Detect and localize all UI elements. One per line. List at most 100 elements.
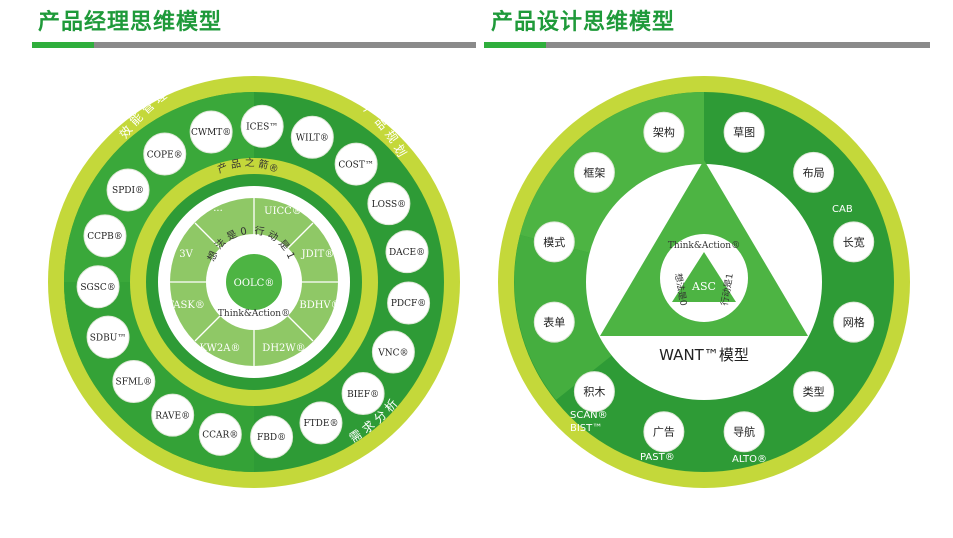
right-asc-triangle — [672, 252, 736, 302]
past-label: PAST® — [640, 452, 675, 463]
right-title-underline — [484, 42, 930, 48]
left-diagram: OOLC® 想 法 是 0 行 动 是 1 Think&Action® 产 品 … — [35, 76, 460, 488]
ring-item: RAVE® — [151, 393, 195, 437]
ring-item-label: SDBU™ — [90, 333, 127, 343]
ring-item: 表单 — [533, 301, 575, 343]
ring-item-label: LOSS® — [372, 200, 407, 210]
ring-item: ICES™ — [240, 104, 284, 148]
left-outer-items: ICES™WILT®COST™LOSS®DACE®PDCF®VNC®BIEF®F… — [76, 104, 431, 459]
ring-item: LOSS® — [367, 182, 411, 226]
ring-item-label: 布局 — [803, 166, 825, 179]
ring-item-label: CCAR® — [202, 431, 238, 441]
ring-item: FBD® — [250, 415, 294, 459]
ring-item: COST™ — [334, 142, 378, 186]
sector-label: UICC® — [264, 206, 302, 217]
ring-item: 类型 — [793, 371, 835, 413]
ring-item-circle — [341, 372, 385, 416]
sector-label: TASK® — [167, 300, 205, 311]
sector-label: DH2W® — [262, 343, 305, 354]
ring-item: VNC® — [371, 330, 415, 374]
ring-item: CWMT® — [189, 110, 233, 154]
ring-item: 广告 — [643, 411, 685, 453]
bist-label: BIST™ — [570, 423, 602, 434]
sector-label: ··· — [213, 206, 223, 217]
ring-item-circle — [367, 182, 411, 226]
alto-label: ALTO® — [732, 454, 767, 465]
ring-item: 导航 — [723, 411, 765, 453]
ring-item: COPE® — [143, 132, 187, 176]
ring-item-circle — [643, 111, 685, 153]
ring-item: 网格 — [833, 301, 875, 343]
ring-item-circle — [793, 371, 835, 413]
sector-label: BDHV® — [299, 300, 340, 311]
ring-item: SGSC® — [76, 265, 120, 309]
ring-item-circle — [723, 411, 765, 453]
ring-item-label: SGSC® — [80, 283, 115, 293]
ring-item: WILT® — [290, 115, 334, 159]
ring-item: 长宽 — [833, 221, 875, 263]
ring-item-label: SPDI® — [112, 186, 144, 196]
ring-item-label: SFML® — [116, 378, 153, 388]
ring-item: 架构 — [643, 111, 685, 153]
cab-label: CAB — [832, 204, 853, 215]
ring-item-circle — [76, 265, 120, 309]
ring-item: SPDI® — [106, 168, 150, 212]
ring-item-label: PDCF® — [391, 299, 426, 309]
ring-item-circle — [833, 301, 875, 343]
ring-item-circle — [143, 132, 187, 176]
left-title-underline — [32, 42, 476, 48]
ring-item-label: ICES™ — [246, 122, 278, 132]
ring-item: 布局 — [793, 151, 835, 193]
ring-item-circle — [533, 301, 575, 343]
ring-item-label: 类型 — [803, 385, 825, 399]
ring-item-circle — [371, 330, 415, 374]
ring-item-circle — [250, 415, 294, 459]
ring-item: SFML® — [112, 360, 156, 404]
right-diagram: ASC Think&Action® 想法是0 行动是1 FPFA®模型 SLAG… — [498, 76, 910, 488]
ring-item-label: COPE® — [147, 150, 183, 160]
ring-item-label: FBD® — [257, 433, 286, 443]
ring-item-circle — [793, 151, 835, 193]
ring-item: CCAR® — [198, 412, 242, 456]
ring-item-label: 导航 — [733, 425, 755, 439]
ring-item-circle — [334, 142, 378, 186]
sector-label: 3V — [179, 249, 193, 260]
ring-item-label: 框架 — [583, 166, 605, 179]
ring-item: 框架 — [573, 151, 615, 193]
ring-item: FTDE® — [299, 401, 343, 445]
ring-item-label: VNC® — [377, 348, 408, 358]
ring-item-label: BIEF® — [347, 390, 379, 400]
ring-item-label: FTDE® — [303, 419, 338, 429]
ring-item-label: 表单 — [543, 315, 565, 329]
ring-item-circle — [573, 371, 615, 413]
scan-label: SCAN® — [570, 410, 608, 421]
ring-item-label: 长宽 — [843, 235, 865, 249]
ring-item-circle — [833, 221, 875, 263]
ring-item-label: 架构 — [653, 125, 675, 139]
ring-item: BIEF® — [341, 372, 385, 416]
left-diagram-title: 产品经理思维模型 — [38, 10, 223, 35]
sector-label: JDIT® — [301, 249, 335, 260]
triangle-think-label: Think&Action® — [668, 241, 740, 251]
ring-item-circle — [151, 393, 195, 437]
ring-item-label: CWMT® — [191, 128, 231, 138]
ring-item: SDBU™ — [86, 315, 130, 359]
ring-item-circle — [385, 230, 429, 274]
ring-item-circle — [106, 168, 150, 212]
ring-item-circle — [112, 360, 156, 404]
ring-item-label: 积木 — [583, 386, 605, 399]
ring-item: 模式 — [533, 221, 575, 263]
ring-item-label: 草图 — [733, 126, 755, 139]
ring-item-circle — [290, 115, 334, 159]
ring-item-circle — [240, 104, 284, 148]
ring-item-circle — [189, 110, 233, 154]
ring-item-label: WILT® — [296, 134, 329, 144]
want-model-label: WANT™模型 — [659, 346, 749, 364]
ring-item-label: RAVE® — [155, 411, 190, 421]
ring-item-circle — [83, 214, 127, 258]
ring-item-circle — [643, 411, 685, 453]
left-center-core — [226, 254, 282, 310]
asc-label: ASC — [691, 280, 716, 293]
